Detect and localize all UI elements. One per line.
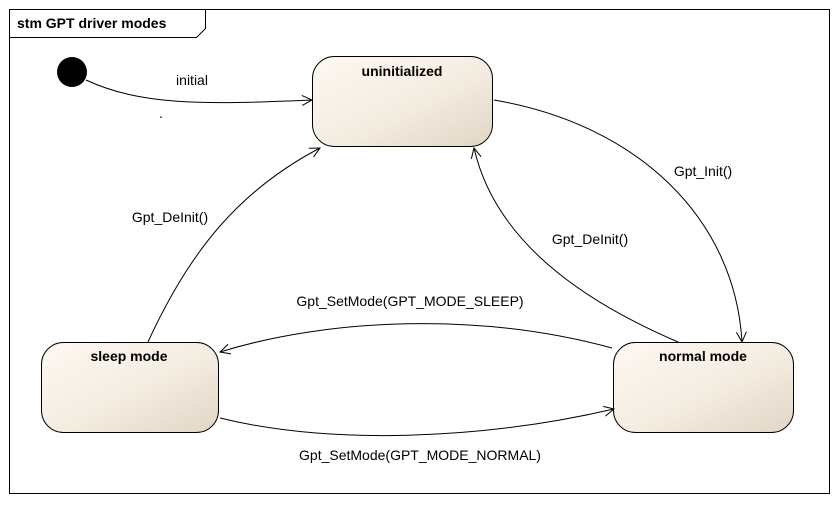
transition-to-sleep[interactable] bbox=[220, 323, 613, 352]
frame-title: stm GPT driver modes bbox=[17, 15, 167, 31]
transition-initial-label: initial bbox=[176, 72, 208, 88]
state-sleep-mode[interactable]: sleep mode bbox=[41, 342, 219, 433]
state-normal-label: normal mode bbox=[659, 348, 747, 364]
state-normal-box[interactable] bbox=[613, 342, 794, 433]
transition-to-normal[interactable] bbox=[219, 409, 614, 437]
transition-to-normal-label: Gpt_SetMode(GPT_MODE_NORMAL) bbox=[299, 447, 541, 463]
transition-deinit-from-sleep[interactable] bbox=[147, 148, 320, 343]
state-sleep-label: sleep mode bbox=[90, 348, 167, 364]
state-uninitialized-label: uninitialized bbox=[362, 63, 443, 79]
transition-init-label: Gpt_Init() bbox=[674, 163, 732, 179]
transition-deinit-from-normal-label: Gpt_DeInit() bbox=[552, 231, 628, 247]
transition-initial-guard: . bbox=[159, 105, 163, 121]
transition-deinit-from-normal[interactable] bbox=[474, 148, 679, 343]
transition-deinit-from-sleep-label: Gpt_DeInit() bbox=[132, 209, 208, 225]
initial-node[interactable] bbox=[57, 57, 87, 87]
frame-title-tab bbox=[9, 9, 206, 38]
state-normal-mode[interactable]: normal mode bbox=[613, 342, 794, 433]
transition-to-sleep-label: Gpt_SetMode(GPT_MODE_SLEEP) bbox=[296, 293, 523, 309]
state-uninitialized[interactable]: uninitialized bbox=[312, 56, 493, 147]
transition-initial[interactable] bbox=[85, 79, 312, 103]
state-sleep-box[interactable] bbox=[41, 342, 219, 433]
transition-init[interactable] bbox=[493, 99, 742, 342]
